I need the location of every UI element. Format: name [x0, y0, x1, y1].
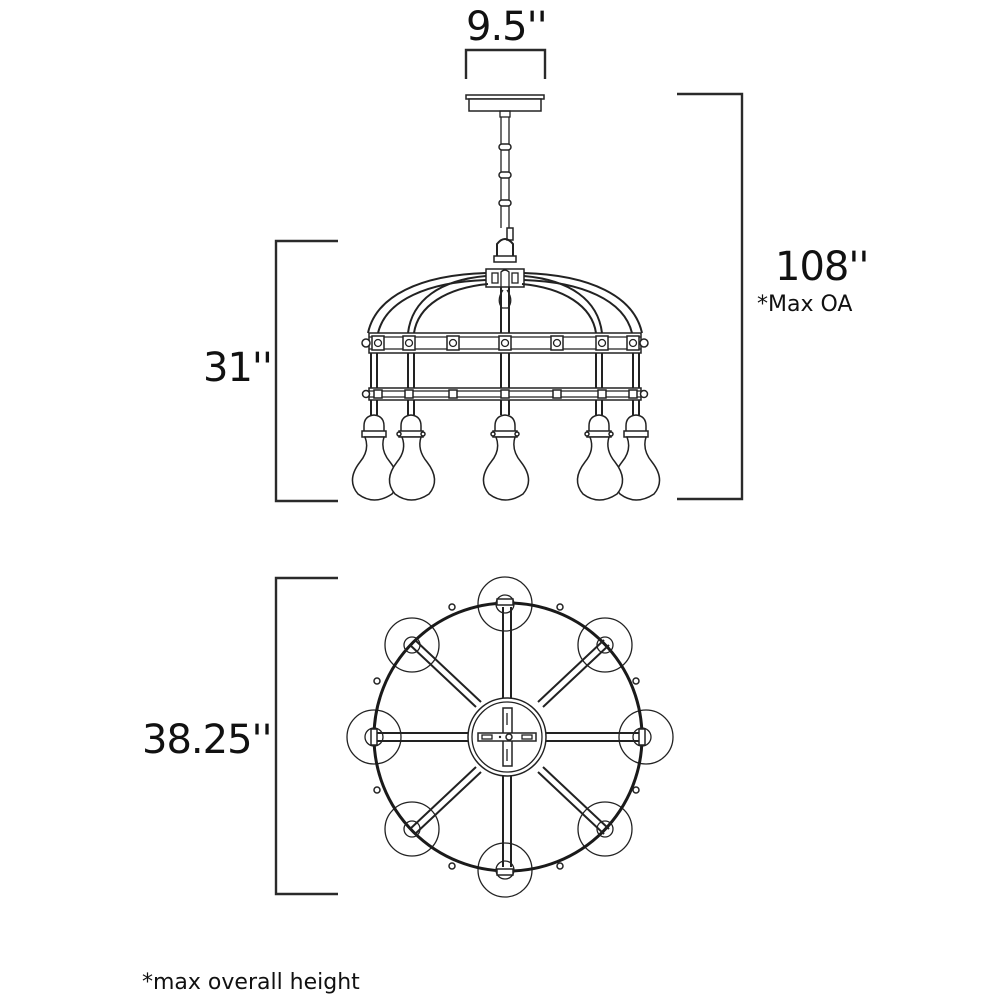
- overall-height-label: 108'': [775, 244, 869, 290]
- fixture-height-bracket: [274, 239, 338, 503]
- posts: [370, 353, 640, 388]
- side-view: [351, 94, 661, 501]
- plan-view: [346, 576, 674, 898]
- chain: [493, 110, 517, 263]
- lower-band: [361, 387, 649, 401]
- spokes: [375, 607, 641, 867]
- canopy: [465, 94, 545, 112]
- footnote: *max overall height: [142, 970, 360, 995]
- plan-hub: [467, 697, 547, 777]
- fixture-diameter-bracket: [274, 576, 338, 896]
- bulb-back-left: [351, 414, 399, 501]
- arms: [367, 272, 643, 334]
- overall-height-bracket: [677, 92, 744, 501]
- plan-sockets: [364, 594, 652, 880]
- upper-band: [361, 332, 649, 354]
- canopy-width-label: 9.5'': [466, 4, 548, 50]
- bulb-center: [482, 414, 530, 501]
- bulb-front-left: [388, 414, 436, 501]
- stems: [370, 400, 640, 415]
- fixture-diameter-label: 38.25'': [142, 717, 273, 763]
- ring-bumps: [373, 603, 640, 870]
- bulbs: [351, 414, 661, 501]
- band-rivets: [371, 335, 640, 351]
- overall-height-note: *Max OA: [757, 292, 853, 317]
- bulb-back-right: [613, 414, 661, 501]
- canopy-width-bracket: [464, 48, 547, 79]
- bulb-front-right: [576, 414, 624, 501]
- fixture-height-label: 31'': [203, 345, 273, 391]
- hub: [485, 268, 525, 309]
